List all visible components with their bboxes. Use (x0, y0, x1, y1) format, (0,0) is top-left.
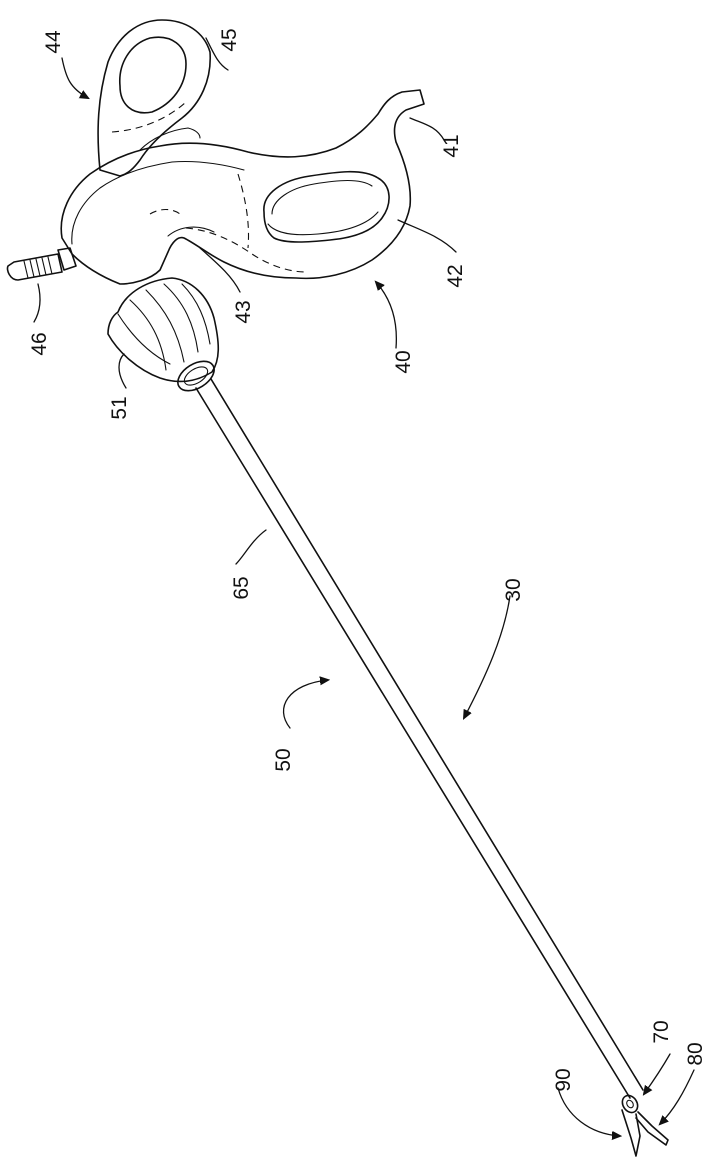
blade-shape (622, 1110, 640, 1156)
label-44: 44 (42, 30, 65, 54)
label-46: 46 (28, 332, 51, 355)
label-70: 70 (650, 1020, 673, 1043)
leader-70 (644, 1054, 670, 1094)
end-effector (619, 1093, 668, 1156)
leader-65 (236, 530, 266, 564)
rotation-knob (108, 278, 219, 397)
leader-80 (660, 1070, 694, 1124)
leader-43 (200, 248, 240, 292)
label-51: 51 (108, 396, 131, 419)
outer-sheath-shaft (196, 379, 643, 1098)
leader-41 (410, 118, 444, 140)
label-80: 80 (684, 1042, 703, 1065)
cable-connector (7, 248, 76, 280)
leader-42 (398, 220, 456, 252)
leader-40 (376, 282, 396, 348)
label-42: 42 (444, 264, 467, 287)
leader-51 (119, 354, 126, 388)
label-30: 30 (502, 578, 525, 601)
clamp-arm-shape (636, 1112, 668, 1145)
leader-50 (284, 680, 328, 728)
label-43: 43 (232, 300, 255, 323)
finger-loop (264, 172, 389, 242)
label-65: 65 (230, 576, 253, 599)
leader-46 (34, 284, 40, 322)
label-45: 45 (218, 28, 241, 51)
label-90: 90 (552, 1068, 575, 1091)
leader-44 (62, 58, 88, 98)
label-40: 40 (392, 350, 415, 373)
leader-90 (558, 1088, 620, 1136)
label-50: 50 (272, 748, 295, 771)
handle-housing (61, 90, 424, 284)
leader-30 (464, 596, 510, 718)
label-41: 41 (440, 134, 463, 157)
thumb-lever (98, 20, 210, 176)
